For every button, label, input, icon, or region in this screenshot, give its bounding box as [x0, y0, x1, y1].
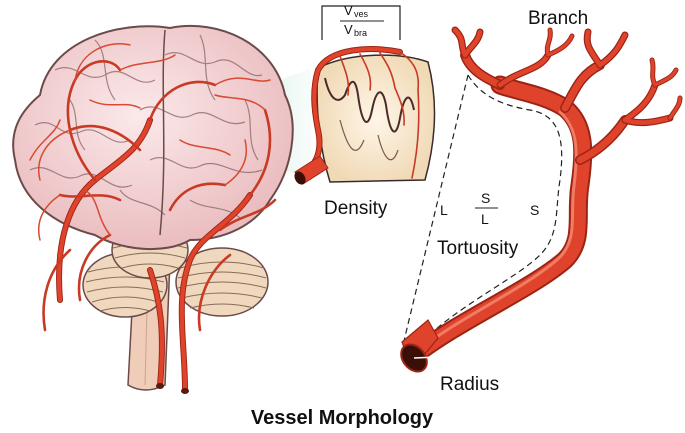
- vessel-trunk-shadow: [405, 75, 593, 365]
- brain-vessels: [29, 43, 277, 394]
- cortical-folds: [324, 77, 415, 133]
- branch-label: Branch: [528, 8, 588, 29]
- brain-illustration: [12, 24, 312, 394]
- radius-marker: [413, 356, 438, 359]
- ves-v: V: [344, 3, 353, 18]
- brain-gyri: [29, 34, 263, 219]
- radius-label: Radius: [440, 374, 499, 395]
- brain-vessel-stump-1: [156, 383, 164, 389]
- density-bracket: [321, 5, 401, 40]
- l-label: L: [440, 202, 448, 218]
- vessel-trunk: [407, 77, 591, 363]
- density-label: Density: [324, 198, 388, 219]
- longitudinal-fissure: [159, 29, 166, 236]
- branching-vessel: Branch L S L S Tortuosity Radius: [400, 8, 683, 395]
- tortuosity-dashed-line: [402, 74, 469, 346]
- cortical-folds-inner: [339, 119, 399, 161]
- s-label: S: [530, 202, 539, 218]
- bra-v: V: [344, 22, 353, 37]
- tortuosity-label: Tortuosity: [437, 238, 519, 259]
- tortuosity-dashed-curve: [434, 74, 563, 331]
- density-inset: V ves V bra Density: [294, 3, 436, 219]
- vessel-branches: [451, 26, 683, 165]
- fraction-l: L: [481, 211, 489, 227]
- fraction-s: S: [481, 190, 490, 206]
- inset-vessel: [303, 46, 420, 179]
- figure-title: Vessel Morphology: [251, 407, 434, 429]
- brain-vessel-stump-2: [181, 388, 189, 394]
- inset-vessel-opening: [294, 171, 306, 185]
- ves-sub: ves: [354, 9, 369, 19]
- bra-sub: bra: [354, 28, 367, 38]
- vessel-trunk-highlight: [418, 110, 578, 351]
